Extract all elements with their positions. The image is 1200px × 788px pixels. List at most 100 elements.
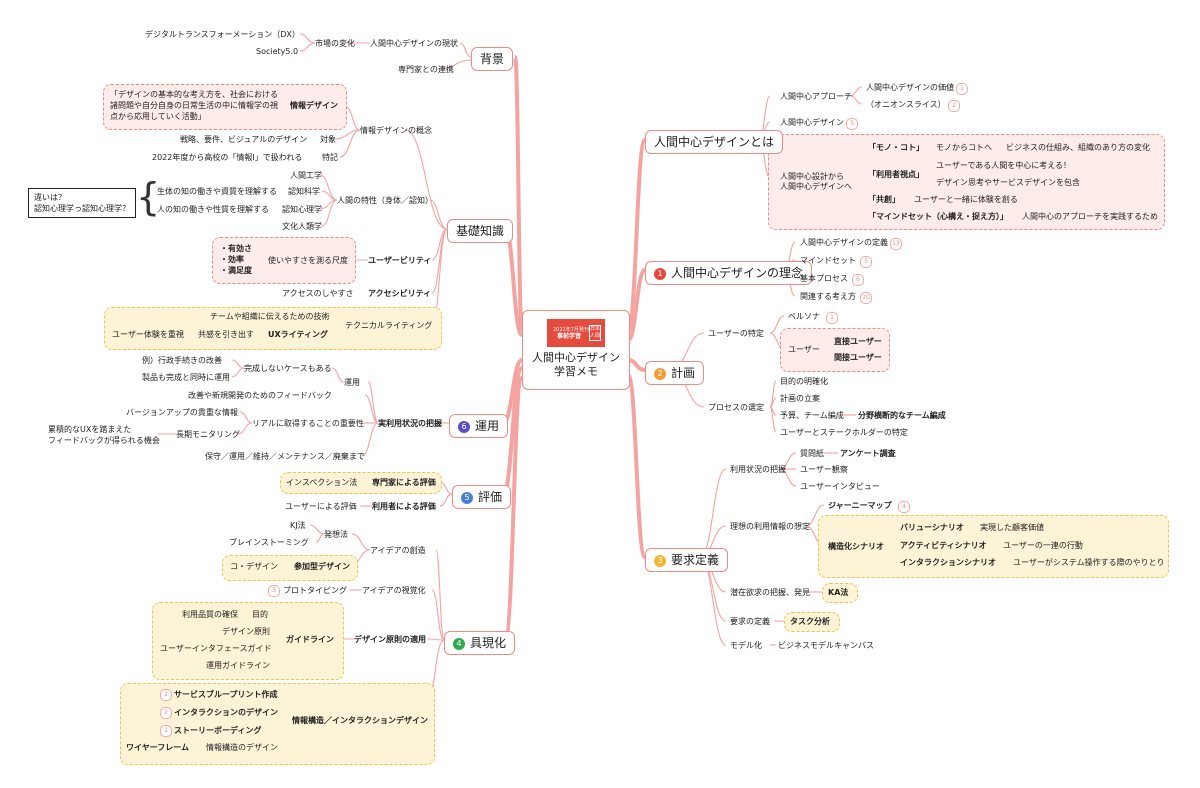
node-requirement-definition[interactable]: 要求の定義 bbox=[730, 617, 770, 626]
node-basic-process[interactable]: 基本プロセス bbox=[800, 274, 848, 283]
node-idea-creation[interactable]: アイデアの創造 bbox=[370, 546, 426, 555]
node-market-change[interactable]: 市場の変化 bbox=[315, 39, 355, 48]
node-budget-team[interactable]: 予算、チーム編成 bbox=[780, 411, 844, 420]
node-questionnaire[interactable]: 質問紙 bbox=[800, 449, 824, 458]
central-topic[interactable]: 2022年7月発刊 事前学習 日本人間 人間中心デザイン 学習メモ bbox=[522, 310, 630, 390]
node-hcd-shift[interactable]: 人間中心設計から人間中心デザインへ bbox=[780, 172, 852, 191]
branch-background[interactable]: 背景 bbox=[471, 47, 514, 71]
number-4-badge: 4 bbox=[453, 638, 465, 650]
node-ka-method[interactable]: KA法 bbox=[828, 588, 849, 597]
node-ux-writing[interactable]: UXライティング bbox=[268, 330, 329, 339]
node-long-monitoring[interactable]: 長期モニタリング bbox=[176, 430, 240, 439]
node-participatory-design[interactable]: 参加型デザイン bbox=[294, 562, 350, 571]
node-dx[interactable]: デジタルトランスフォーメーション（DX） bbox=[145, 30, 300, 39]
node-ui-guide[interactable]: ユーザーインタフェースガイド bbox=[160, 644, 272, 653]
node-usability-desc[interactable]: 使いやすさを測る尺度 bbox=[268, 256, 348, 265]
node-co-design[interactable]: コ・デザイン bbox=[230, 562, 278, 571]
node-latent-needs[interactable]: 潜在欲求の把握、発見 bbox=[730, 588, 810, 597]
node-structure-design[interactable]: 情報構造のデザイン bbox=[206, 743, 278, 752]
node-user[interactable]: ユーザー bbox=[788, 345, 820, 354]
node-user-interview[interactable]: ユーザーインタビュー bbox=[800, 482, 880, 491]
node-cognitive-science[interactable]: 認知科学 bbox=[288, 187, 320, 196]
node-inspection-method[interactable]: インスペクション法 bbox=[286, 478, 358, 487]
node-human-traits[interactable]: 人間の特性（身体／認知） bbox=[337, 196, 433, 205]
node-structured-scenario[interactable]: 構造化シナリオ bbox=[828, 542, 884, 551]
node-actual-use-status[interactable]: 実利用状況の把握 bbox=[378, 419, 442, 428]
node-target[interactable]: 対象 bbox=[320, 135, 336, 144]
node-expert-evaluation[interactable]: 専門家による評価 bbox=[372, 478, 436, 487]
node-feedback[interactable]: 改善や新規開発のためのフィードバック bbox=[188, 391, 332, 400]
node-related-concepts[interactable]: 関連する考え方 bbox=[800, 292, 856, 301]
branch-basic-knowledge[interactable]: 基礎知識 bbox=[447, 219, 514, 243]
node-cognitive-psychology[interactable]: 認知心理学 bbox=[282, 205, 322, 214]
node-technical-writing[interactable]: テクニカルライティング bbox=[345, 321, 433, 330]
node-guideline[interactable]: ガイドライン bbox=[286, 635, 334, 644]
node-kj-method[interactable]: KJ法 bbox=[290, 521, 306, 530]
node-usage-context[interactable]: 利用状況の把握 bbox=[730, 465, 786, 474]
node-service-blueprint[interactable]: サービスブループリント作成 bbox=[174, 690, 278, 699]
node-never-complete[interactable]: 完成しないケースもある bbox=[244, 364, 332, 373]
node-info-design[interactable]: 情報デザイン bbox=[290, 101, 338, 110]
node-usability[interactable]: ユーザービリティ bbox=[368, 256, 432, 265]
node-note[interactable]: 特記 bbox=[322, 153, 338, 162]
node-hcd-approach[interactable]: 人間中心アプローチ bbox=[780, 92, 852, 101]
node-ergonomics[interactable]: 人間工学 bbox=[290, 171, 322, 180]
branch-what-is-hcd[interactable]: 人間中心デザインとは bbox=[645, 130, 784, 154]
node-information-architecture[interactable]: 情報構造／インタラクションデザイン bbox=[292, 716, 428, 725]
node-expert-collab[interactable]: 専門家との連携 bbox=[398, 65, 454, 74]
node-importance[interactable]: リアルに取得することの重要性 bbox=[252, 419, 364, 428]
node-hcd-status[interactable]: 人間中心デザインの現状 bbox=[370, 39, 458, 48]
node-direct-user[interactable]: 直接ユーザー bbox=[834, 337, 882, 346]
node-hcd-definition[interactable]: 人間中心デザインの定義 bbox=[800, 238, 888, 247]
callout-note[interactable]: 違いは？認知心理学っ認知心理学？ bbox=[28, 188, 136, 218]
node-ideation-method[interactable]: 発想法 bbox=[324, 530, 348, 539]
node-maintenance[interactable]: 保守／運用／維持／メンテナンス／廃棄まで bbox=[205, 452, 365, 461]
node-purpose[interactable]: 目的 bbox=[252, 610, 268, 619]
node-interaction-design[interactable]: インタラクションのデザイン bbox=[174, 708, 278, 717]
node-user-viewpoint[interactable]: 「利用者視点」 bbox=[868, 170, 924, 179]
node-onion-slice[interactable]: （オニオンスライス） bbox=[866, 100, 946, 109]
node-user-observation[interactable]: ユーザー観察 bbox=[800, 465, 848, 474]
node-plan-drafting[interactable]: 計画の立案 bbox=[780, 394, 820, 403]
node-mindset-frame[interactable]: 「マインドセット（心構え・捉え方）」 bbox=[868, 212, 1008, 221]
node-mindset[interactable]: マインドセット bbox=[800, 256, 856, 265]
node-task-analysis[interactable]: タスク分析 bbox=[790, 617, 830, 626]
node-info-design-concept[interactable]: 情報デザインの概念 bbox=[360, 126, 432, 135]
node-interaction-scenario[interactable]: インタラクションシナリオ bbox=[900, 558, 996, 567]
node-society5[interactable]: Society5.0 bbox=[256, 47, 299, 56]
node-activity-scenario[interactable]: アクティビティシナリオ bbox=[900, 541, 987, 550]
node-mono-koto[interactable]: 「モノ・コト」 bbox=[868, 143, 924, 152]
node-journey-map[interactable]: ジャーニーマップ bbox=[828, 501, 892, 510]
node-idea-visualization[interactable]: アイデアの視覚化 bbox=[362, 586, 426, 595]
node-process-selection[interactable]: プロセスの選定 bbox=[708, 403, 764, 412]
node-indirect-user[interactable]: 間接ユーザー bbox=[834, 353, 882, 362]
node-hcd[interactable]: 人間中心デザイン bbox=[780, 118, 844, 127]
node-persona[interactable]: ペルソナ bbox=[788, 312, 820, 321]
node-prototyping[interactable]: プロトタイピング bbox=[283, 586, 347, 595]
node-design-principles-apply[interactable]: デザイン原則の適用 bbox=[354, 635, 426, 644]
node-value-scenario[interactable]: バリューシナリオ bbox=[900, 523, 964, 532]
node-operation[interactable]: 運用 bbox=[344, 378, 360, 387]
node-storyboarding[interactable]: ストーリーボーディング bbox=[174, 726, 262, 735]
node-ideal-usage[interactable]: 理想の利用情報の想定 bbox=[730, 522, 810, 531]
node-wireframe[interactable]: ワイヤーフレーム bbox=[126, 743, 190, 752]
node-accessibility[interactable]: アクセシビリティ bbox=[368, 289, 432, 298]
node-user-evaluation[interactable]: 利用者による評価 bbox=[372, 502, 436, 511]
node-modeling[interactable]: モデル化 bbox=[730, 641, 762, 650]
node-cultural-anthropology[interactable]: 文化人類学 bbox=[282, 222, 322, 231]
node-operation-guideline[interactable]: 運用ガイドライン bbox=[206, 661, 270, 670]
node-design-principles[interactable]: デザイン原則 bbox=[222, 627, 270, 636]
node-clarify-purpose[interactable]: 目的の明確化 bbox=[780, 377, 828, 386]
node-stakeholder[interactable]: ユーザーとステークホルダーの特定 bbox=[780, 428, 908, 437]
node-co-creation[interactable]: 「共創」 bbox=[868, 195, 900, 204]
node-hcd-value[interactable]: 人間中心デザインの価値 bbox=[866, 83, 954, 92]
node-mono-to-koto[interactable]: モノからコトへ bbox=[936, 143, 992, 152]
node-brainstorming[interactable]: ブレインストーミング bbox=[229, 538, 309, 547]
node-user-identification[interactable]: ユーザーの特定 bbox=[708, 329, 764, 338]
